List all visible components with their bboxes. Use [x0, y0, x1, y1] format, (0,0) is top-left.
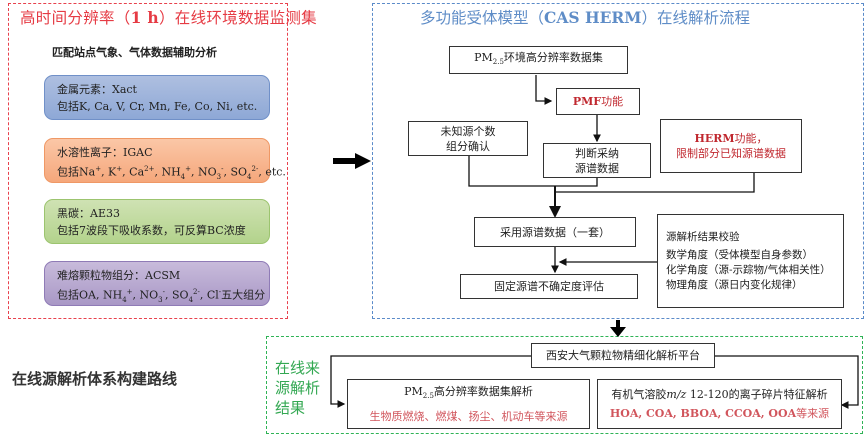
results-side-label: 在线来 源解析 结果	[275, 359, 321, 417]
auxiliary-analysis-subheading: 匹配站点气象、气体数据辅助分析	[52, 46, 217, 59]
box-oa-fragment-analysis: 有机气溶胶m/z 12-120的离子碎片特征解析 HOA, COA, BBOA,…	[597, 379, 842, 429]
card-water-soluble-ions: 水溶性离子：IGAC 包括Na+, K+, Ca2+, NH4+, NO3-, …	[44, 138, 286, 183]
panel-arrow-right-head	[355, 153, 371, 169]
box-judge-profiles: 判断采纳 源谱数据	[543, 143, 651, 178]
box-pm25-dataset: PM2.5环境高分辨率数据集	[449, 46, 628, 74]
card-title: 金属元素：Xact	[57, 83, 137, 96]
card-title: 黑碳：AE33	[57, 207, 120, 220]
box-adopt-profiles: 采用源谱数据（一套）	[474, 217, 636, 247]
card-title: 水溶性离子：IGAC	[57, 146, 153, 159]
box-unknown-sources: 未知源个数 组分确认	[408, 121, 528, 156]
analysis-flow-title: 多功能受体模型（CAS HERM）在线解析流程	[420, 8, 750, 27]
monitoring-title: 高时间分辨率（1 h）在线环境数据监测集	[20, 8, 317, 27]
box-uncertainty-assessment: 固定源谱不确定度评估	[460, 274, 638, 299]
box-pmf-function: PMF功能	[556, 88, 640, 115]
card-refractory-components: 难熔颗粒物组分：ACSM 包括OA, NH4+, NO3-, SO42-, Cl…	[44, 261, 270, 306]
box-herm-function: HERM功能， 限制部分已知源谱数据	[660, 119, 802, 173]
card-detail: 包括7波段下吸收系数，可反算BC浓度	[57, 224, 246, 237]
results-panel	[266, 336, 863, 434]
card-metal-elements: 金属元素：Xact 包括K, Ca, V, Cr, Mn, Fe, Co, Ni…	[44, 75, 270, 120]
card-detail: 包括OA, NH4+, NO3-, SO42-, Cl-五大组分	[57, 288, 266, 304]
box-pm25-analysis: PM2.5高分辨率数据集解析 生物质燃烧、燃煤、扬尘、机动车等来源	[347, 379, 590, 429]
card-title: 难熔颗粒物组分：ACSM	[57, 269, 181, 282]
card-black-carbon: 黑碳：AE33 包括7波段下吸收系数，可反算BC浓度	[44, 199, 270, 244]
route-label: 在线源解析体系构建路线	[12, 370, 178, 388]
card-detail: 包括K, Ca, V, Cr, Mn, Fe, Co, Ni, etc.	[57, 100, 258, 113]
card-detail: 包括Na+, K+, Ca2+, NH4+, NO3-, SO42-, etc.	[57, 165, 286, 181]
monitoring-panel	[8, 3, 288, 319]
box-xian-platform: 西安大气颗粒物精细化解析平台	[531, 343, 715, 368]
box-result-validation: 源解析结果校验 数学角度（受体模型自身参数） 化学角度（源-示踪物/气体相关性）…	[657, 214, 844, 308]
analysis-flow-panel	[372, 3, 864, 319]
